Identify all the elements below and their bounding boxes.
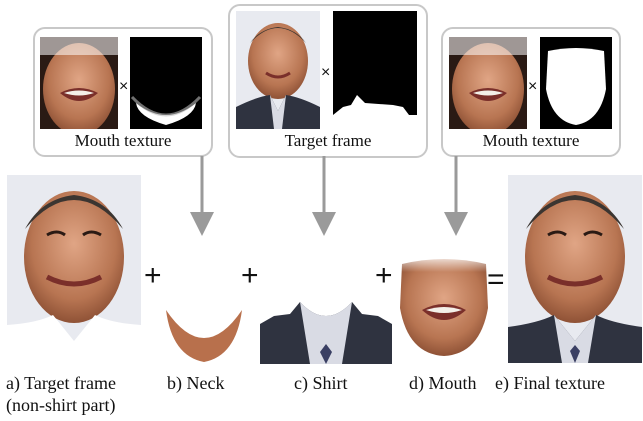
plus-operator-1: + [144, 259, 162, 292]
plus-operator-3: + [375, 259, 393, 292]
label-mouth: d) Mouth [409, 373, 477, 393]
mouth-texture-image-left [40, 37, 118, 129]
mouth-mask-left [130, 37, 202, 129]
panel-neck [164, 256, 244, 364]
target-frame-caption: Target frame [284, 131, 372, 150]
plus-operator-2: + [241, 259, 259, 292]
mouth-texture-caption-right: Mouth texture [482, 131, 580, 150]
target-frame-mask [333, 11, 417, 129]
mouth-mask-right [540, 37, 612, 129]
multiply-operator-1: × [119, 78, 129, 95]
multiply-operator-3: × [528, 78, 538, 95]
label-target-frame: a) Target frame (non-shirt part) [6, 372, 116, 416]
label-target-frame-line1: a) Target frame [6, 373, 117, 393]
target-frame-image [236, 11, 320, 129]
label-final-texture: e) Final texture [495, 373, 605, 393]
mouth-texture-image-right [449, 37, 527, 129]
panel-mouth [396, 254, 492, 358]
panel-shirt [260, 256, 392, 364]
multiply-operator-2: × [321, 64, 331, 81]
label-shirt: c) Shirt [294, 373, 348, 393]
label-neck: b) Neck [167, 373, 225, 393]
panel-target-frame-non-shirt [7, 175, 141, 363]
equals-operator: = [487, 263, 505, 296]
panel-final-texture [508, 175, 642, 363]
label-target-frame-line2: (non-shirt part) [6, 395, 116, 415]
mouth-texture-caption-left: Mouth texture [74, 131, 172, 150]
